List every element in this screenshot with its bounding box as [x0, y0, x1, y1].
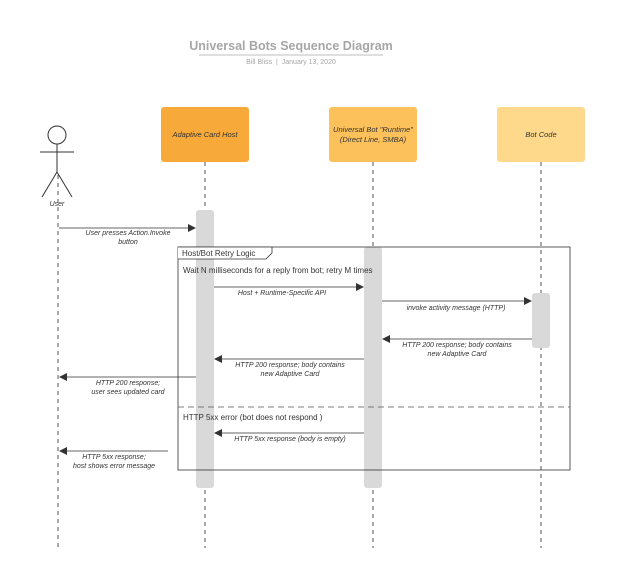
botcode-participant-box	[497, 107, 585, 162]
message-label-bot-response: HTTP 200 response; body contains	[402, 342, 512, 349]
message-label-invoke-activity: invoke activity message (HTTP)	[407, 305, 506, 312]
botcode-activation-bar	[532, 293, 550, 348]
host-activation-bar	[196, 210, 214, 488]
message-label-bot-response-2: new Adaptive Card	[428, 351, 488, 358]
retry-guard-text: Wait N milliseconds for a reply from bot…	[183, 266, 373, 275]
message-label-user-updated-2: user sees updated card	[91, 389, 165, 396]
message-label-5xx-user: HTTP 5xx response;	[82, 454, 146, 461]
message-label-runtime-response: HTTP 200 response; body contains	[235, 362, 345, 369]
host-participant-label: Adaptive Card Host	[171, 130, 238, 139]
message-label-5xx-user-2: host shows error message	[73, 463, 155, 470]
diagram-subtitle: Bill Bliss | January 13, 2020	[246, 59, 336, 66]
runtime-participant-box	[329, 107, 417, 162]
runtime-participant-sublabel: (Direct Line, SMBA)	[340, 135, 407, 144]
message-label-user-updated: HTTP 200 response;	[96, 380, 160, 387]
runtime-activation-bar	[364, 247, 382, 488]
retry-logic-frame	[177, 246, 571, 471]
user-actor-icon	[40, 125, 74, 198]
message-label-runtime-response-2: new Adaptive Card	[261, 371, 321, 378]
runtime-participant-label: Universal Bot "Runtime"	[333, 125, 413, 134]
error-guard-text: HTTP 5xx error (bot does not respond )	[183, 413, 323, 422]
host-participant-box	[161, 107, 249, 162]
message-label-host-api: Host + Runtime-Specific API	[238, 290, 326, 297]
user-label: User	[50, 201, 65, 208]
diagram-title: Universal Bots Sequence Diagram	[189, 39, 393, 53]
botcode-participant-label: Bot Code	[525, 130, 556, 139]
message-label-action-invoke-2: button	[118, 239, 138, 246]
retry-logic-frame-tab	[178, 246, 273, 260]
message-label-action-invoke: User presses Action.Invoke	[86, 230, 171, 237]
message-label-5xx-runtime: HTTP 5xx response (body is empty)	[234, 436, 345, 443]
retry-logic-frame-label: Host/Bot Retry Logic	[182, 249, 255, 258]
